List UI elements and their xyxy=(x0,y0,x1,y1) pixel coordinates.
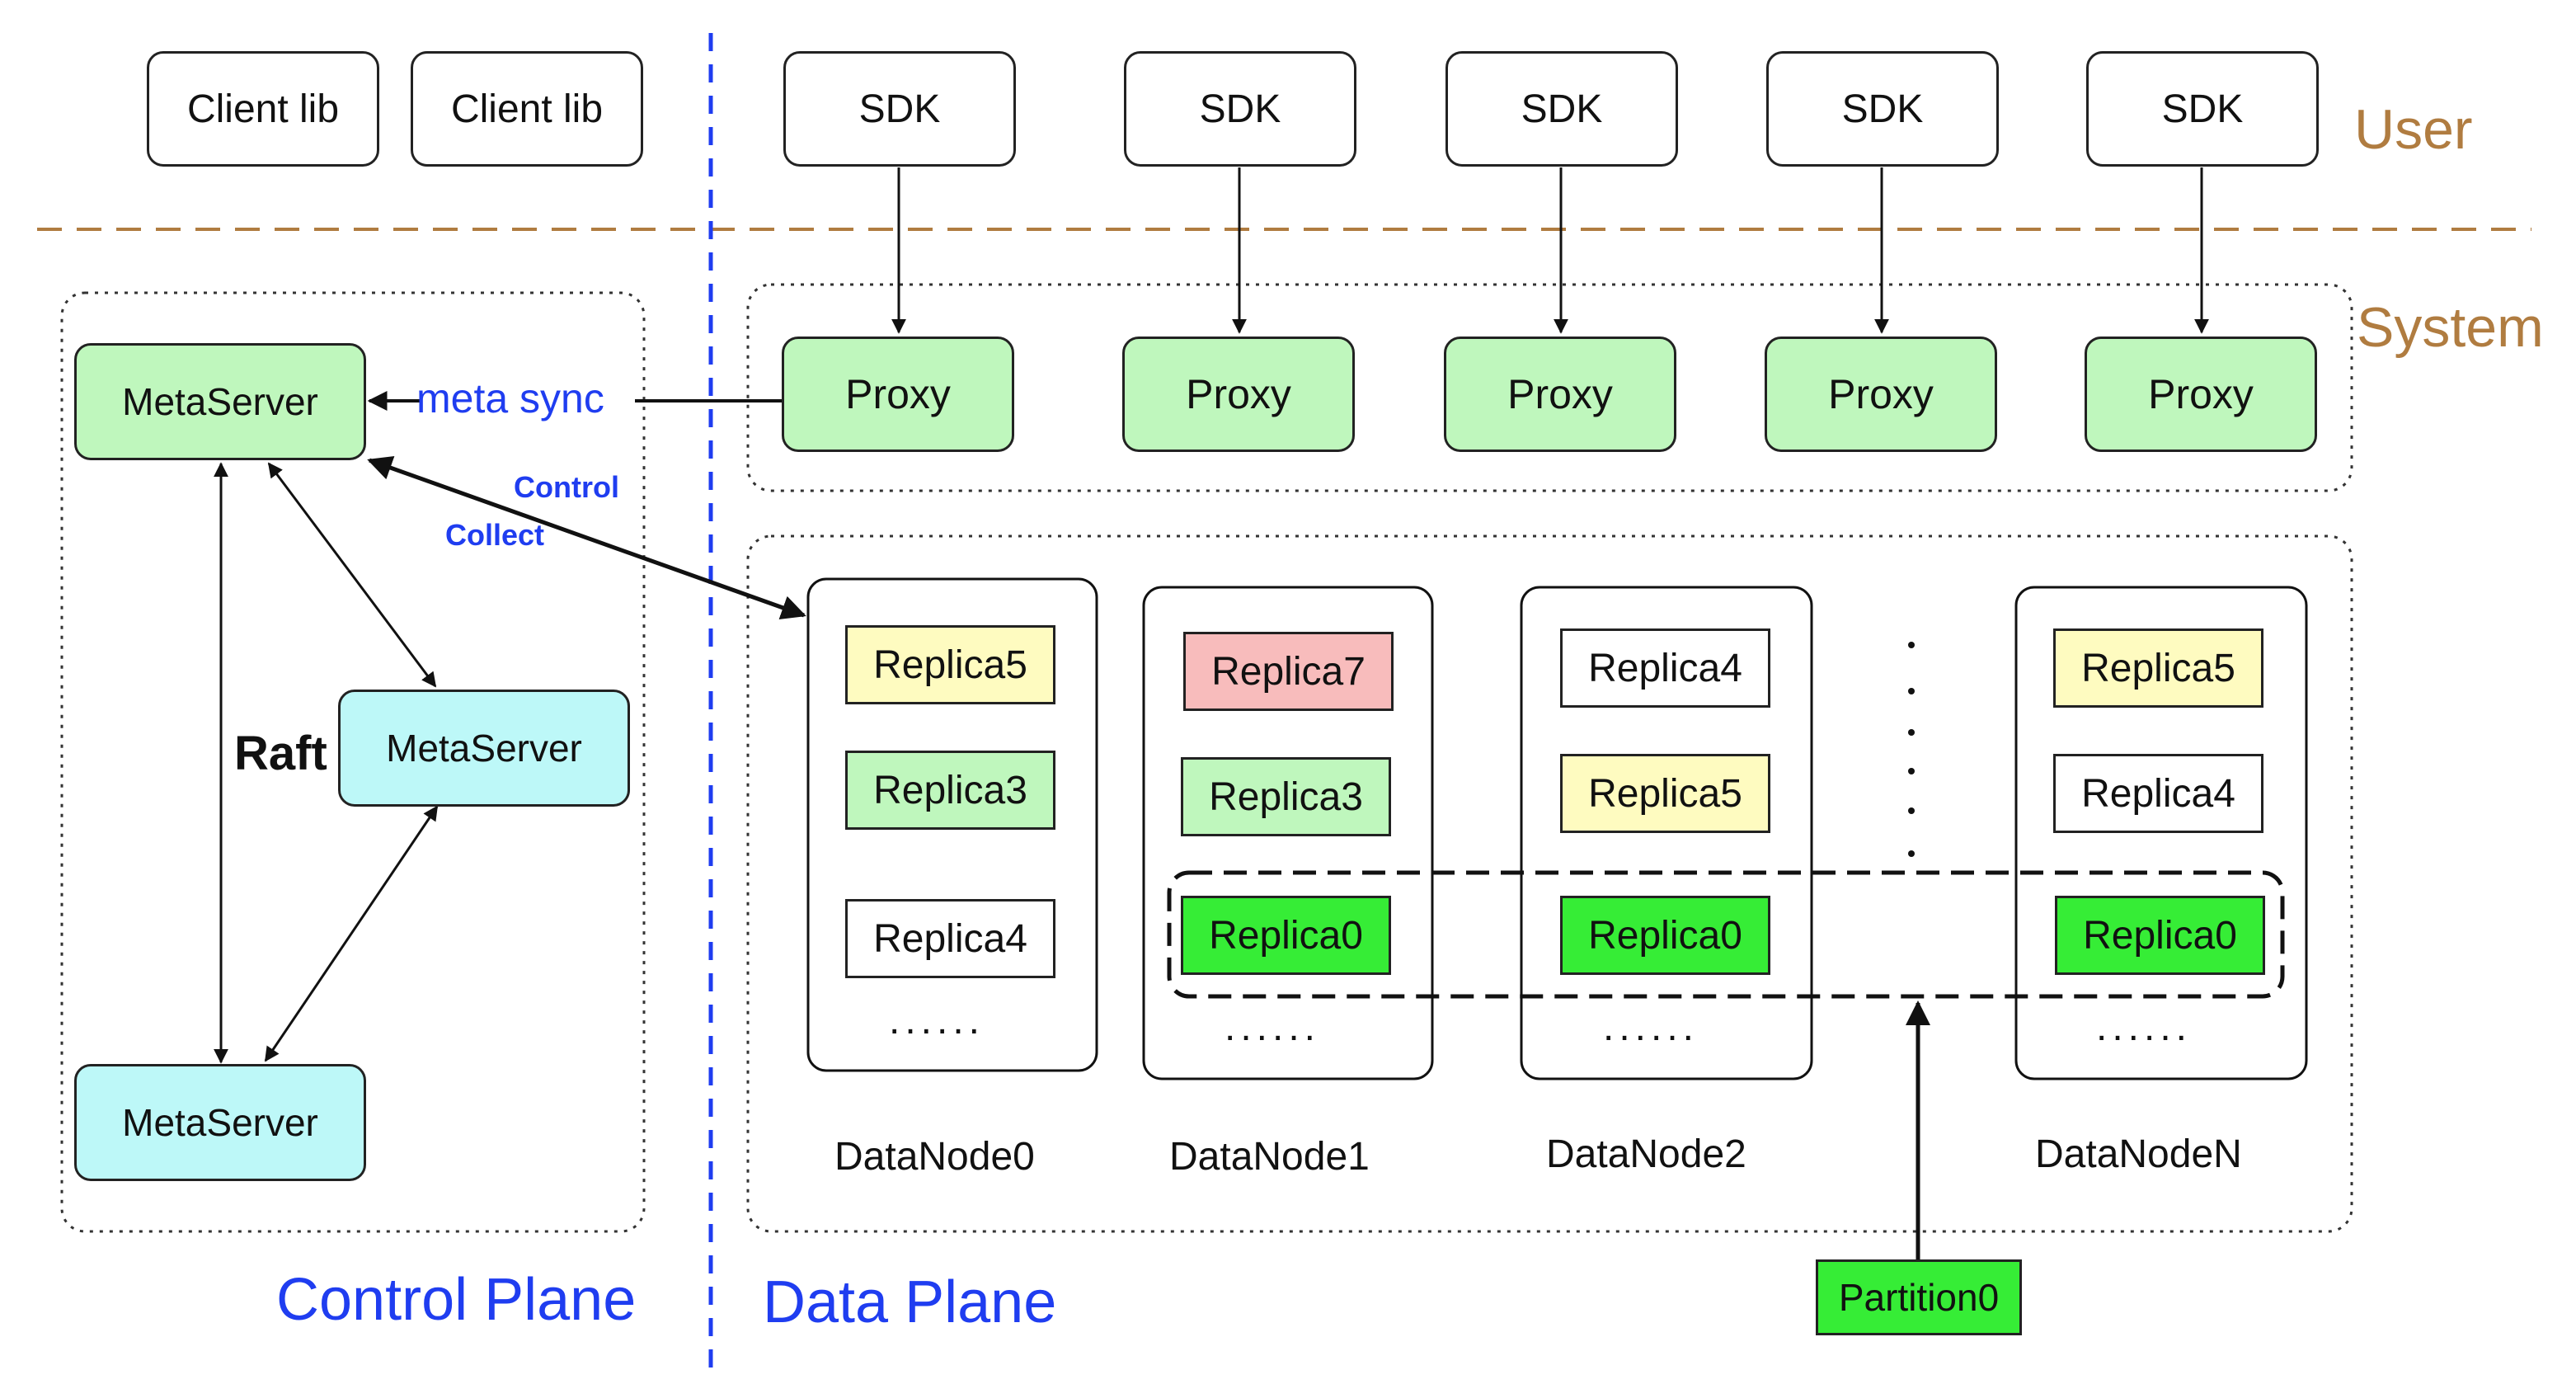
metaserver-follower: MetaServer xyxy=(74,1064,366,1181)
replica-box: Replica0 xyxy=(2055,896,2265,975)
raft-label: Raft xyxy=(231,726,331,781)
proxy-label: Proxy xyxy=(845,371,951,417)
replica-label: Replica3 xyxy=(873,768,1027,812)
metaserver-label: MetaServer xyxy=(386,727,582,770)
datanode-region xyxy=(746,534,2353,1233)
datanode-ellipsis xyxy=(1908,642,1915,857)
partition-label: Partition0 xyxy=(1838,1276,2000,1319)
metaserver-label: MetaServer xyxy=(122,1101,318,1144)
proxy-label: Proxy xyxy=(1507,371,1613,417)
client-lib-label: Client lib xyxy=(450,87,604,131)
replica-box: Replica7 xyxy=(1183,632,1394,711)
replica-box: Replica0 xyxy=(1560,896,1770,975)
sdk-box: SDK xyxy=(783,51,1016,167)
client-lib-box: Client lib xyxy=(147,51,379,167)
control-collect-link xyxy=(367,455,806,620)
proxy-box: Proxy xyxy=(2085,337,2317,452)
proxy-box: Proxy xyxy=(1122,337,1355,452)
sdk-label: SDK xyxy=(1199,87,1281,131)
replica-label: Replica3 xyxy=(1209,774,1363,819)
client-lib-box: Client lib xyxy=(411,51,643,167)
proxy-label: Proxy xyxy=(1828,371,1934,417)
sdk-label: SDK xyxy=(2161,87,2244,131)
proxy-label: Proxy xyxy=(2148,371,2254,417)
replica-label: Replica5 xyxy=(873,643,1027,687)
replica-box: Replica5 xyxy=(2053,628,2263,708)
proxy-region xyxy=(746,283,2353,492)
replica-label: Replica0 xyxy=(1588,913,1742,958)
replica-label: Replica7 xyxy=(1211,649,1366,694)
more-replicas-dots: ...... xyxy=(2096,1005,2193,1049)
replica-box: Replica4 xyxy=(2053,754,2263,833)
datanode-box xyxy=(2014,586,2308,1080)
sdk-box: SDK xyxy=(1124,51,1356,167)
replica-label: Replica5 xyxy=(1588,771,1742,816)
datanode-box xyxy=(1142,586,1434,1080)
proxy-label: Proxy xyxy=(1186,371,1291,417)
datanode-label: DataNodeN xyxy=(2035,1132,2242,1176)
proxy-box: Proxy xyxy=(782,337,1014,452)
meta-sync-label: meta sync xyxy=(416,375,604,421)
sdk-label: SDK xyxy=(858,87,941,131)
replica-box: Replica5 xyxy=(1560,754,1770,833)
system-layer-label: System xyxy=(2357,296,2544,359)
more-replicas-dots: ...... xyxy=(1225,1005,1321,1049)
control-plane-title: Control Plane xyxy=(276,1267,637,1333)
replica-label: Replica0 xyxy=(2083,913,2237,958)
replica-label: Replica4 xyxy=(1588,646,1742,690)
collect-label: Collect xyxy=(445,518,545,552)
control-label: Control xyxy=(514,470,619,504)
metaserver-primary: MetaServer xyxy=(74,343,366,460)
metaserver-follower: MetaServer xyxy=(338,690,630,807)
sdk-box: SDK xyxy=(2086,51,2319,167)
more-replicas-dots: ...... xyxy=(1603,1005,1699,1049)
partition-group xyxy=(1167,870,2285,999)
replica-label: Replica0 xyxy=(1209,913,1363,958)
datanode-box xyxy=(1520,586,1813,1080)
proxy-box: Proxy xyxy=(1444,337,1676,452)
datanode-box xyxy=(806,577,1098,1072)
replica-box: Replica4 xyxy=(845,899,1055,978)
replica-label: Replica4 xyxy=(2081,771,2235,816)
replica-box: Replica4 xyxy=(1560,628,1770,708)
user-layer-label: User xyxy=(2354,98,2473,161)
partition-box: Partition0 xyxy=(1816,1259,2022,1335)
more-replicas-dots: ...... xyxy=(889,999,985,1043)
sdk-label: SDK xyxy=(1521,87,1603,131)
data-plane-title: Data Plane xyxy=(763,1269,1057,1335)
sdk-box: SDK xyxy=(1445,51,1678,167)
client-lib-label: Client lib xyxy=(186,87,340,131)
replica-box: Replica3 xyxy=(1181,757,1391,836)
raft-link xyxy=(267,462,437,688)
proxy-box: Proxy xyxy=(1765,337,1997,452)
replica-box: Replica0 xyxy=(1181,896,1391,975)
replica-box: Replica3 xyxy=(845,751,1055,830)
sdk-box: SDK xyxy=(1766,51,1999,167)
datanode-label: DataNode1 xyxy=(1169,1135,1370,1179)
sdk-label: SDK xyxy=(1841,87,1924,131)
replica-label: Replica5 xyxy=(2081,646,2235,690)
replica-label: Replica4 xyxy=(873,916,1027,961)
datanode-label: DataNode2 xyxy=(1546,1132,1746,1176)
datanode-label: DataNode0 xyxy=(834,1135,1035,1179)
metaserver-label: MetaServer xyxy=(122,380,318,423)
raft-link xyxy=(264,805,439,1062)
replica-box: Replica5 xyxy=(845,625,1055,704)
control-plane-region xyxy=(60,291,646,1233)
